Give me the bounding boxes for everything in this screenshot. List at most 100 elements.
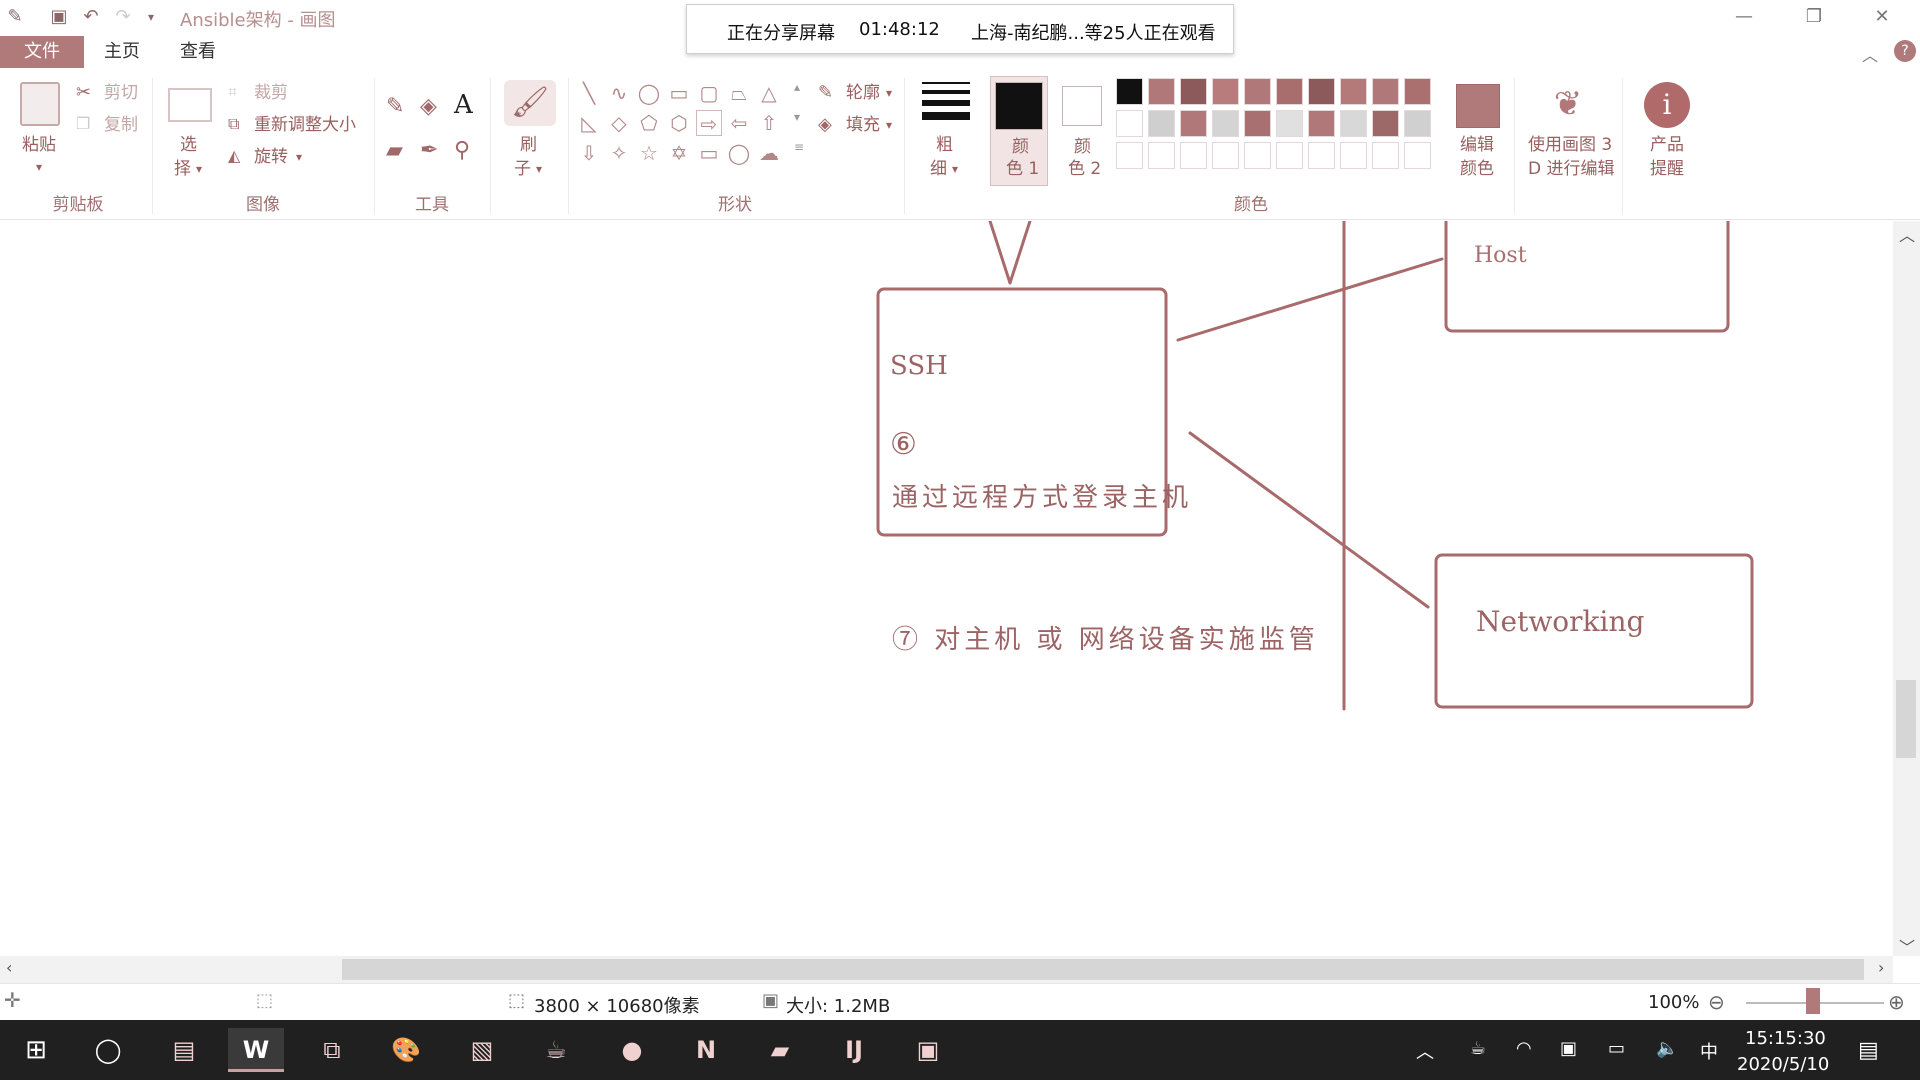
rotate-button[interactable]: 旋转 <box>254 147 288 167</box>
palette-swatch[interactable] <box>1116 142 1143 169</box>
cloud-callout-shape-icon[interactable]: ☁ <box>759 141 779 165</box>
palette-swatch[interactable] <box>1276 78 1303 105</box>
zoom-out-icon[interactable]: ⊖ <box>1708 990 1725 1014</box>
paint3d-button-line2[interactable]: D 进行编辑 <box>1528 159 1615 179</box>
java-app-icon[interactable]: ☕ <box>545 1036 567 1064</box>
screen-share-app-icon[interactable]: ⧉ <box>323 1036 341 1064</box>
palette-swatch[interactable] <box>1372 142 1399 169</box>
palette-swatch[interactable] <box>1340 110 1367 137</box>
palette-swatch[interactable] <box>1244 142 1271 169</box>
copy-button[interactable]: 复制 <box>104 115 138 135</box>
magnifier-icon[interactable]: ⚲ <box>454 138 471 163</box>
pencil-icon[interactable]: ✎ <box>386 94 405 119</box>
tab-view[interactable]: 查看 <box>180 41 216 62</box>
paint3d-icon[interactable]: ❦ <box>1553 84 1583 124</box>
product-alert-line2[interactable]: 提醒 <box>1650 159 1684 179</box>
palette-swatch[interactable] <box>1372 78 1399 105</box>
paint-app-taskbar-icon[interactable]: 🎨 <box>391 1036 421 1064</box>
paint-app-icon[interactable]: ✎ <box>7 6 23 27</box>
size-button-line2[interactable]: 细 <box>930 159 947 179</box>
palette-swatch[interactable] <box>1116 78 1143 105</box>
palette-swatch[interactable] <box>1212 142 1239 169</box>
vertical-scrollbar[interactable] <box>1893 221 1920 956</box>
collapse-ribbon-icon[interactable]: ︿ <box>1862 46 1879 65</box>
left-arrow-shape-icon[interactable]: ⇦ <box>730 111 748 135</box>
shapes-scroll-down-icon[interactable]: ▾ <box>794 110 801 124</box>
product-alert-line1[interactable]: 产品 <box>1650 135 1684 155</box>
shapes-scroll-up-icon[interactable]: ▴ <box>794 80 801 94</box>
five-point-star-shape-icon[interactable]: ☆ <box>640 141 658 165</box>
color2-swatch[interactable] <box>1062 86 1102 126</box>
rectangle-shape-icon[interactable]: ▭ <box>669 81 689 105</box>
palette-swatch[interactable] <box>1308 142 1335 169</box>
vertical-scroll-thumb[interactable] <box>1896 680 1916 758</box>
hexagon-shape-icon[interactable]: ⬡ <box>670 111 688 135</box>
scroll-down-icon[interactable]: ﹀ <box>1899 938 1916 957</box>
select-dropdown-icon[interactable]: ▾ <box>196 162 203 176</box>
palette-swatch[interactable] <box>1180 78 1207 105</box>
palette-swatch[interactable] <box>1148 78 1175 105</box>
zoom-in-icon[interactable]: ⊕ <box>1888 990 1905 1014</box>
right-arrow-shape-icon[interactable]: ⇨ <box>696 110 722 136</box>
right-triangle-shape-icon[interactable]: ◺ <box>581 111 597 135</box>
notes-app-icon[interactable]: ▰ <box>770 1036 790 1064</box>
edit-colors-icon[interactable] <box>1456 84 1500 128</box>
brushes-dropdown-icon[interactable]: ▾ <box>536 162 543 176</box>
outline-dropdown-icon[interactable]: ▾ <box>886 86 893 100</box>
restore-button[interactable]: ❐ <box>1805 6 1823 27</box>
palette-swatch[interactable] <box>1212 78 1239 105</box>
edit-colors-button-line2[interactable]: 颜色 <box>1460 159 1494 179</box>
clock-date[interactable]: 2020/5/10 <box>1737 1054 1830 1075</box>
paste-dropdown-icon[interactable]: ▾ <box>36 160 43 174</box>
diamond-shape-icon[interactable]: ◇ <box>611 111 627 135</box>
palette-swatch[interactable] <box>1372 110 1399 137</box>
palette-swatch[interactable] <box>1244 110 1271 137</box>
info-icon[interactable]: i <box>1644 82 1690 128</box>
shapes-expand-icon[interactable]: ≡ <box>794 140 805 154</box>
browser-app-icon[interactable]: ● <box>621 1036 643 1064</box>
up-arrow-shape-icon[interactable]: ⇧ <box>760 111 778 135</box>
clock-time[interactable]: 15:15:30 <box>1745 1028 1826 1049</box>
palette-swatch[interactable] <box>1340 78 1367 105</box>
stroke-size-icon[interactable] <box>922 82 970 120</box>
horizontal-scroll-thumb[interactable] <box>342 959 1864 980</box>
help-icon[interactable]: ? <box>1894 40 1916 62</box>
paste-button[interactable]: 粘贴 <box>22 135 56 155</box>
palette-swatch[interactable] <box>1404 110 1431 137</box>
pentagon-shape-icon[interactable]: ⬠ <box>640 111 658 135</box>
minimize-button[interactable]: — <box>1735 6 1753 27</box>
scroll-right-icon[interactable]: › <box>1878 958 1885 977</box>
fill-button[interactable]: 填充 <box>846 115 880 135</box>
drawing-canvas[interactable]: SSH ⑥ 通过远程方式登录主机 Host Networking ⑦ 对主机 或… <box>0 221 1893 956</box>
palette-swatch[interactable] <box>1340 142 1367 169</box>
palette-swatch[interactable] <box>1148 142 1175 169</box>
palette-swatch[interactable] <box>1180 110 1207 137</box>
palette-swatch[interactable] <box>1308 110 1335 137</box>
oval-shape-icon[interactable]: ◯ <box>637 81 661 105</box>
save-icon[interactable]: ▣ <box>50 6 68 27</box>
scroll-left-icon[interactable]: ‹ <box>6 958 13 977</box>
select-button-line2[interactable]: 择 <box>174 159 191 179</box>
remote-desktop-icon[interactable]: ▧ <box>470 1036 494 1064</box>
select-button-line1[interactable]: 选 <box>180 135 197 155</box>
paste-icon[interactable] <box>20 82 60 126</box>
shapes-gallery[interactable]: ╲ ∿ ◯ ▭ ▢ ⏢ △ ◺ ◇ ⬠ ⬡ ⇨ ⇦ ⇧ ⇩ ✧ ☆ ✡ ▭ ◯ … <box>576 80 790 170</box>
crop-button[interactable]: 裁剪 <box>254 83 288 103</box>
four-point-star-shape-icon[interactable]: ✧ <box>610 141 628 165</box>
input-method-indicator[interactable]: 中 <box>1700 1042 1718 1063</box>
fill-bucket-icon[interactable]: ◈ <box>420 94 437 119</box>
rotate-dropdown-icon[interactable]: ▾ <box>296 150 303 164</box>
battery-icon[interactable]: ▭ <box>1608 1038 1626 1059</box>
fill-dropdown-icon[interactable]: ▾ <box>886 118 893 132</box>
palette-swatch[interactable] <box>1212 110 1239 137</box>
close-button[interactable]: ✕ <box>1874 6 1890 27</box>
palette-swatch[interactable] <box>1116 110 1143 137</box>
palette-swatch[interactable] <box>1148 110 1175 137</box>
word-app-icon[interactable]: W <box>228 1028 284 1072</box>
tray-app-icon[interactable]: ☕ <box>1470 1038 1487 1059</box>
rect-callout-shape-icon[interactable]: ▭ <box>699 141 719 165</box>
palette-swatch[interactable] <box>1180 142 1207 169</box>
line-shape-icon[interactable]: ╲ <box>582 81 596 105</box>
palette-swatch[interactable] <box>1404 142 1431 169</box>
oval-callout-shape-icon[interactable]: ◯ <box>727 141 751 165</box>
